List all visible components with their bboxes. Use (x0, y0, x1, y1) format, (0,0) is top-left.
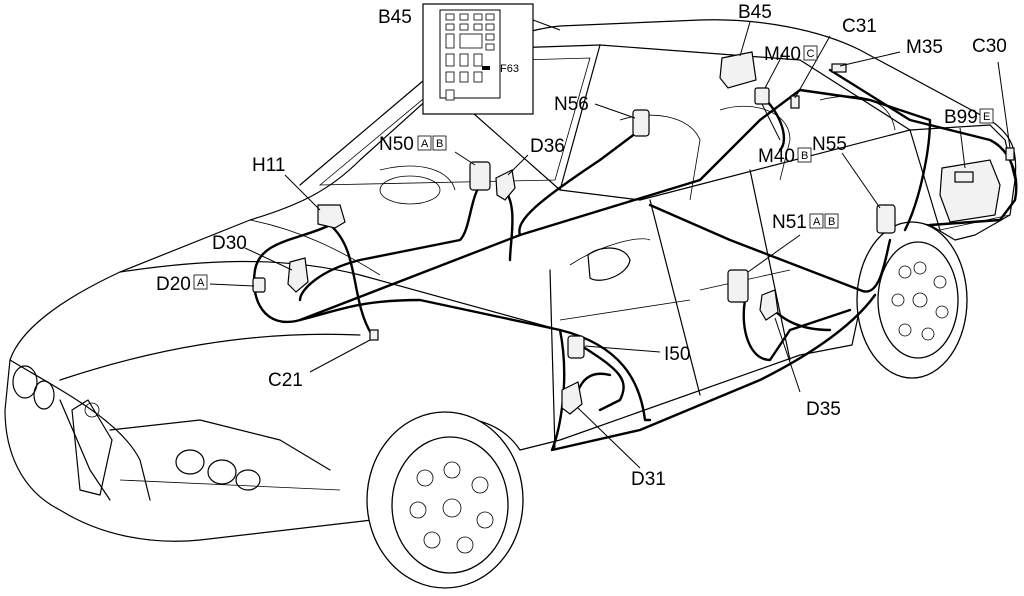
box-n50-b (432, 135, 447, 151)
label-b99-box: E (983, 111, 990, 123)
box-m40b (797, 147, 812, 163)
label-c31: C31 (842, 16, 877, 37)
label-c21: C21 (268, 370, 303, 391)
label-d20-box: A (197, 277, 205, 289)
box-d20 (193, 274, 208, 290)
label-d35: D35 (806, 399, 841, 420)
connector-icon (252, 51, 1015, 415)
label-b45-inset: B45 (378, 7, 412, 28)
label-n50-box-b: B (436, 138, 443, 150)
label-n56: N56 (554, 94, 589, 115)
box-n50-a (417, 135, 432, 151)
wheel-icon (856, 221, 968, 379)
label-m40b: M40 (758, 146, 795, 167)
fuse-box-icon (422, 3, 561, 115)
label-m40c: M40 (764, 44, 801, 65)
car-outline-icon (4, 19, 1017, 542)
label-d31: D31 (631, 469, 666, 490)
label-n51-box-b: B (828, 216, 835, 228)
label-d20: D20 (156, 274, 191, 295)
label-n51: N51 (772, 212, 807, 233)
wheel-icon (366, 411, 524, 589)
label-h11: H11 (252, 155, 285, 176)
box-m40c (803, 45, 818, 61)
label-b45: B45 (738, 2, 772, 23)
label-i50: I50 (664, 344, 690, 365)
label-b99: B99 (944, 107, 978, 128)
label-n51-box-a: A (813, 216, 821, 228)
label-d30: D30 (212, 233, 247, 254)
label-n55: N55 (812, 134, 847, 155)
box-n51-a (809, 213, 824, 229)
label-m35: M35 (906, 37, 943, 58)
wiring-harness (252, 68, 1018, 452)
label-f63: F63 (500, 63, 519, 75)
label-n50: N50 (379, 134, 414, 155)
battery-icon (939, 159, 1001, 223)
label-m40b-box: B (801, 150, 808, 162)
box-b99 (979, 108, 994, 124)
label-d36: D36 (530, 136, 565, 157)
label-m40c-box: C (807, 48, 815, 60)
label-n50-box-a: A (421, 138, 429, 150)
leader-lines (209, 21, 1011, 469)
label-c30: C30 (972, 36, 1007, 57)
labels: B45 F63 B45 C31 M40 C M35 C30 N56 B99 E … (156, 2, 1007, 490)
box-n51-b (824, 213, 839, 229)
